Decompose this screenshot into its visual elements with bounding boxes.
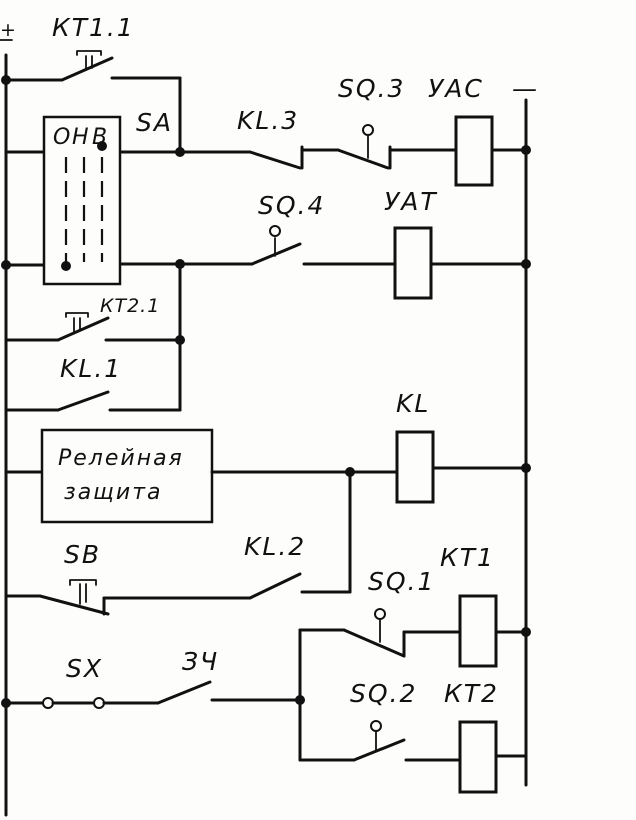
- sa-label: SA: [136, 108, 173, 137]
- relay-protection-line2: защита: [64, 480, 163, 505]
- sa-position-v: В: [92, 125, 109, 150]
- kl-coil: [395, 430, 435, 504]
- sq-1-label: SQ.1: [368, 567, 435, 596]
- row-yat: [178, 225, 528, 300]
- kt1-1-label: КТ1.1: [52, 13, 135, 42]
- yac-label: УАС: [428, 74, 484, 103]
- yat-label: УАТ: [384, 187, 438, 216]
- row-kl: [4, 428, 528, 594]
- sa-position-o: О: [53, 125, 72, 150]
- sq-3-label: SQ.3: [338, 74, 405, 103]
- relay-protection-line1: Релейная: [58, 446, 184, 471]
- kt2-1-label: КТ2.1: [100, 295, 160, 317]
- sb-label: SB: [64, 540, 101, 569]
- zch-label: ЗЧ: [182, 647, 219, 676]
- yat-coil: [393, 226, 433, 300]
- kl-label: KL: [396, 389, 430, 418]
- sa-position-n: Н: [72, 125, 91, 150]
- kt1-label: КТ1: [440, 543, 495, 572]
- kt1-coil: [458, 594, 498, 668]
- relay-protection-box: [40, 428, 214, 524]
- kt2-label: КТ2: [444, 679, 499, 708]
- sx-label: SX: [66, 654, 103, 683]
- junction-dots: [1, 75, 531, 708]
- kt1-1-contact: [4, 50, 182, 154]
- row-sb-kl2: [4, 572, 352, 616]
- sq-2-label: SQ.2: [350, 679, 417, 708]
- minus-sign: —: [512, 74, 539, 103]
- plus-sign: +: [0, 19, 17, 41]
- row-sx-timers: [4, 594, 528, 794]
- yac-coil: [454, 115, 494, 187]
- kl-3-label: KL.3: [237, 106, 299, 135]
- kt2-1-kl-1-branch: [4, 262, 182, 412]
- row-yac: [178, 115, 528, 187]
- kl-2-label: KL.2: [244, 532, 306, 561]
- sq-4-label: SQ.4: [258, 191, 325, 220]
- kt2-coil: [458, 720, 498, 794]
- kl-1-label: KL.1: [60, 354, 122, 383]
- sa-selector-switch: [4, 115, 182, 286]
